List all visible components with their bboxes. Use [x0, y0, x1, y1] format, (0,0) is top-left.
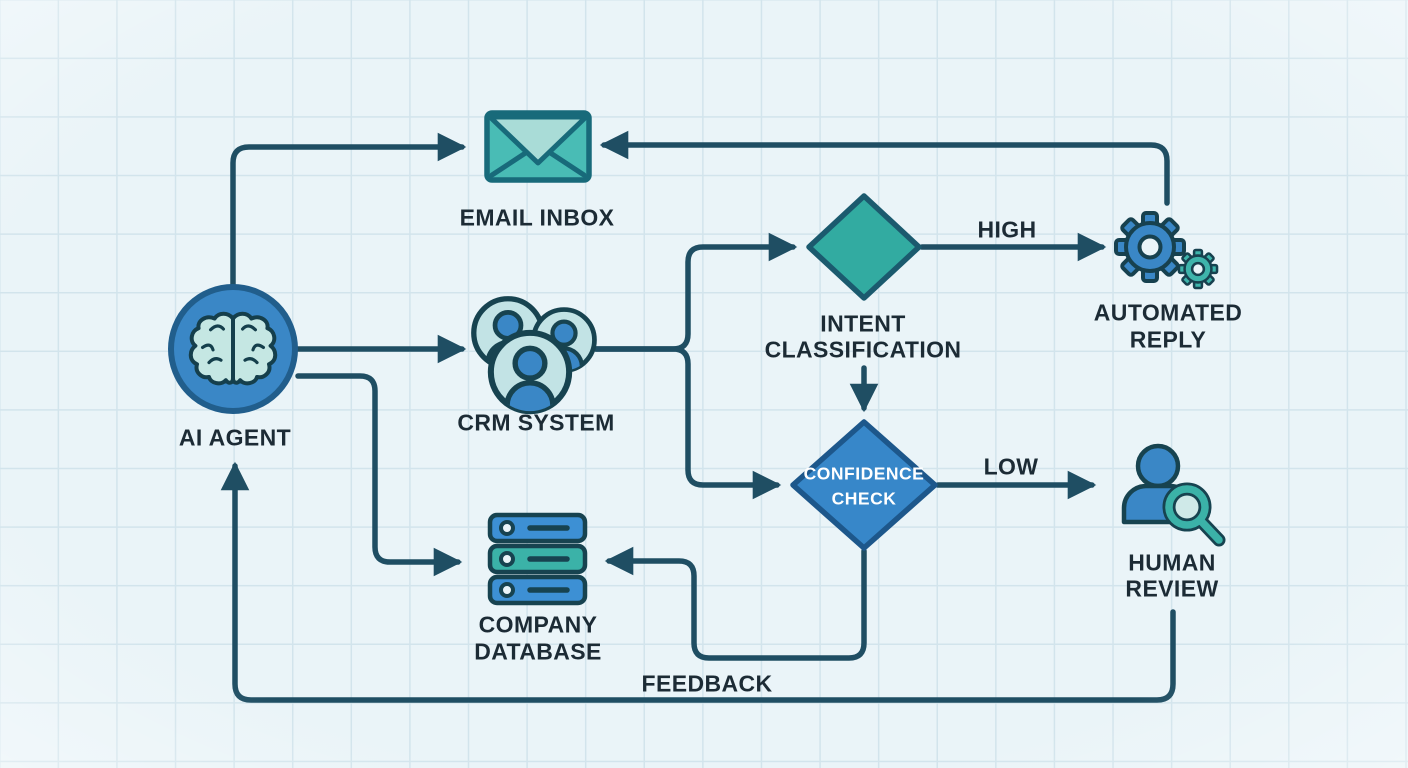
edge-crm-to-intent	[593, 232, 798, 352]
confidence-check-label-line1: CONFIDENCE	[803, 463, 925, 484]
gears-icon	[1114, 211, 1219, 290]
edge-confidence-to-database	[604, 546, 867, 661]
server-stack-icon	[487, 512, 588, 606]
crm-system-label: CRM SYSTEM	[457, 409, 615, 436]
person-magnifier-icon	[1121, 443, 1226, 547]
edge-ai-to-database	[295, 373, 463, 577]
human-review-label-line1: HUMAN	[1128, 549, 1216, 576]
ai-agent-label: AI AGENT	[178, 424, 292, 451]
edge-ai-to-email	[230, 132, 467, 288]
automated-reply-label-line1: AUTOMATED	[1093, 299, 1243, 326]
node-ai-agent	[168, 284, 298, 414]
node-intent-classification	[806, 193, 922, 301]
high-edge-label: HIGH	[977, 216, 1037, 243]
brain-icon	[191, 314, 275, 384]
node-email-inbox	[484, 110, 592, 183]
node-company-database	[487, 512, 588, 606]
feedback-edge-label: FEEDBACK	[641, 670, 773, 697]
intent-classification-label-line1: INTENT	[820, 310, 906, 337]
confidence-check-label-line2: CHECK	[831, 488, 897, 509]
node-confidence-check	[790, 419, 938, 551]
envelope-icon	[484, 110, 592, 183]
automated-reply-label-line2: REPLY	[1129, 326, 1207, 353]
email-inbox-label: EMAIL INBOX	[459, 204, 615, 231]
intent-classification-label-line2: CLASSIFICATION	[764, 336, 962, 363]
low-edge-label: LOW	[983, 453, 1039, 480]
node-human-review	[1121, 443, 1226, 547]
company-database-label-line1: COMPANY	[478, 611, 598, 638]
node-automated-reply	[1114, 211, 1219, 290]
edge-reply-to-email	[599, 130, 1170, 206]
company-database-label-line2: DATABASE	[474, 638, 602, 665]
human-review-label-line2: REVIEW	[1125, 575, 1219, 602]
edge-crm-to-confidence	[593, 346, 782, 500]
